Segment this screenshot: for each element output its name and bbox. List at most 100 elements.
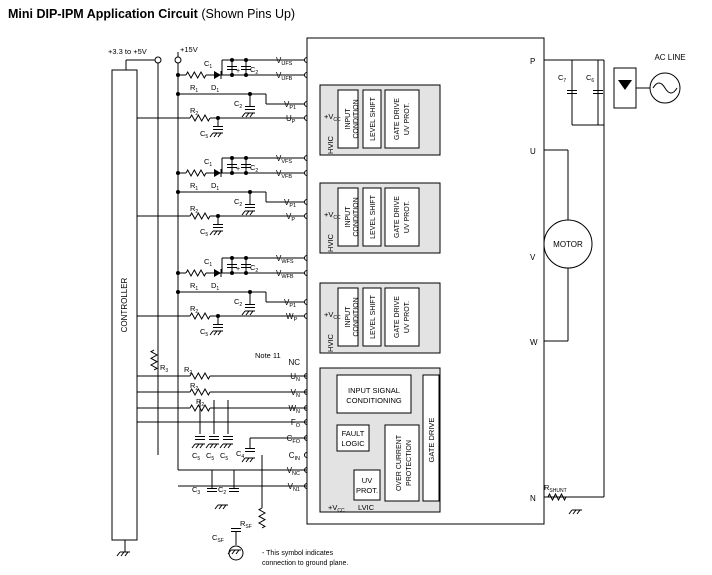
output-label-u: U bbox=[530, 147, 536, 156]
label-subscript: 5 bbox=[205, 134, 208, 140]
logic-supply-label: +3.3 to +5V bbox=[108, 47, 147, 56]
label-main: V bbox=[276, 269, 282, 278]
label-main: V bbox=[291, 388, 297, 397]
label-subscript: 2 bbox=[189, 370, 192, 376]
junction-dot bbox=[176, 73, 180, 77]
label-subscript: 2 bbox=[201, 402, 204, 408]
occ-label: OVER CURRENT bbox=[396, 434, 403, 491]
low-pin-label: FO bbox=[291, 418, 301, 429]
label-subscript: P1 bbox=[289, 203, 296, 209]
junction-dot bbox=[216, 314, 220, 318]
label-main: R bbox=[544, 483, 550, 492]
label-subscript: N bbox=[296, 409, 300, 415]
lvic-gate-label: GATE DRIVE bbox=[427, 418, 436, 463]
junction-dot bbox=[176, 190, 180, 194]
title-main: Mini DIP-IPM Application Circuit bbox=[8, 7, 198, 21]
ground-plane-icon bbox=[228, 545, 244, 561]
junction-dot bbox=[230, 271, 234, 275]
label-subscript: SHUNT bbox=[549, 488, 566, 494]
ground-icon bbox=[213, 330, 218, 336]
label-subscript: CC bbox=[333, 315, 341, 321]
label-main: C bbox=[558, 73, 564, 82]
label-main: V bbox=[284, 100, 290, 109]
label-subscript: 1 bbox=[216, 186, 219, 192]
shunt-resistor bbox=[547, 492, 567, 502]
ground-icon bbox=[209, 443, 214, 449]
hvic-input-label: CONDITION bbox=[353, 297, 360, 336]
label-main: C bbox=[192, 485, 198, 494]
label-subscript: N bbox=[296, 393, 300, 399]
label-subscript: SF bbox=[217, 538, 223, 544]
label-subscript: 2 bbox=[239, 302, 242, 308]
hvic-input-condition bbox=[337, 287, 359, 347]
fault-label: LOGIC bbox=[341, 439, 365, 448]
junction-dot bbox=[244, 58, 248, 62]
label-subscript: SF bbox=[245, 524, 251, 530]
label-main: V bbox=[276, 71, 282, 80]
ground-icon bbox=[116, 551, 121, 557]
label-subscript: CC bbox=[337, 508, 345, 514]
label-main: V bbox=[284, 198, 290, 207]
label-main: +V bbox=[324, 210, 333, 219]
c2-label: C2 bbox=[234, 197, 242, 208]
controller-block bbox=[111, 69, 138, 541]
title-suffix: (Shown Pins Up) bbox=[201, 7, 296, 21]
label-main: R bbox=[160, 363, 166, 372]
c2-label: C2 bbox=[218, 485, 226, 496]
label-main: U bbox=[290, 372, 296, 381]
c1-label: C1 bbox=[204, 59, 212, 70]
low-pin-label: CFO bbox=[287, 434, 301, 445]
fault-label: FAULT bbox=[342, 429, 365, 438]
fault-logic bbox=[336, 424, 370, 452]
hvic-gate-label: UV PROT. bbox=[404, 201, 411, 233]
vfs-pin-label: VWFS bbox=[276, 254, 294, 265]
label-subscript: P1 bbox=[289, 303, 296, 309]
shunt-label: RSHUNT bbox=[544, 483, 567, 494]
hvic-gate-drive bbox=[384, 287, 420, 347]
label-subscript: WFS bbox=[281, 259, 294, 265]
diode-icon bbox=[214, 71, 221, 79]
r1-label: R1 bbox=[190, 181, 198, 192]
csf-label: CSF bbox=[212, 533, 224, 544]
label-subscript: UFB bbox=[281, 76, 292, 82]
label-subscript: N bbox=[296, 377, 300, 383]
input-pin-label: VP bbox=[286, 212, 295, 223]
r3-resistor bbox=[149, 349, 159, 371]
ground-icon bbox=[568, 509, 573, 515]
output-label-n: N bbox=[530, 494, 536, 503]
junction-dot bbox=[230, 156, 234, 160]
label-subscript: UFS bbox=[281, 61, 292, 67]
label-subscript: 2 bbox=[255, 70, 258, 76]
hvic-input-condition bbox=[337, 89, 359, 149]
junction-dot bbox=[216, 214, 220, 218]
label-subscript: 2 bbox=[223, 490, 226, 496]
low-pin-label: VN1 bbox=[288, 482, 300, 493]
label-subscript: NC bbox=[292, 471, 300, 477]
isc-label: INPUT SIGNAL bbox=[348, 386, 400, 395]
label-main: C bbox=[204, 157, 210, 166]
r2-label: R2 bbox=[184, 365, 192, 376]
ac-line-label: AC LINE bbox=[654, 53, 685, 62]
label-subscript: 2 bbox=[239, 104, 242, 110]
label-main: R bbox=[190, 381, 196, 390]
label-main: V bbox=[287, 466, 293, 475]
ground-icon bbox=[199, 443, 204, 449]
occ-label: PROTECTION bbox=[406, 440, 413, 486]
label-subscript: 1 bbox=[216, 286, 219, 292]
ground-icon bbox=[120, 551, 125, 557]
hvic-input-label: INPUT bbox=[345, 108, 352, 130]
hvic-gate-label: UV PROT. bbox=[404, 301, 411, 333]
label-main: V bbox=[288, 482, 294, 491]
label-subscript: 2 bbox=[255, 268, 258, 274]
lvic-vcc-label: +VCC bbox=[328, 503, 345, 514]
label-main: W bbox=[288, 404, 296, 413]
lvic-gate-drive bbox=[422, 374, 440, 502]
label-subscript: 1 bbox=[216, 88, 219, 94]
hvic-vcc-label: +VCC bbox=[324, 310, 341, 321]
bootstrap-resistor bbox=[185, 70, 207, 80]
r1-label: R1 bbox=[190, 281, 198, 292]
label-main: +V bbox=[328, 503, 337, 512]
label-main: R bbox=[190, 181, 196, 190]
label-subscript: CC bbox=[333, 117, 341, 123]
label-subscript: 1 bbox=[195, 286, 198, 292]
